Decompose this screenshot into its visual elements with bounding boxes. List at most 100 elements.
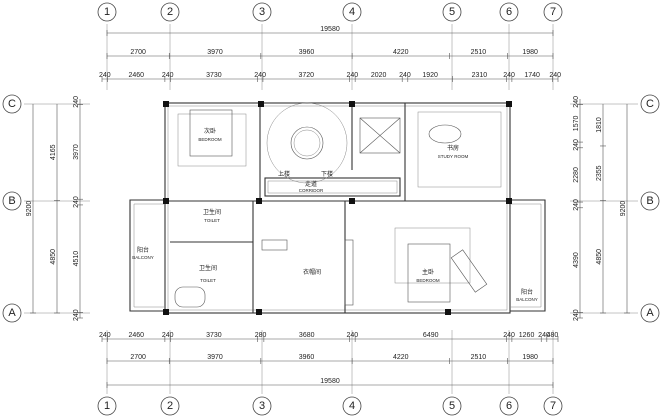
- dimension-value: 240: [549, 72, 561, 79]
- axis-bubble: [640, 94, 660, 114]
- master-bedroom-label-en: BEDROOM: [416, 278, 440, 283]
- study-label: 书房: [447, 144, 459, 152]
- dimension-value: 2310: [472, 72, 488, 79]
- dimension-value: 240: [538, 332, 550, 339]
- axis-bubble: [2, 303, 22, 323]
- dimension-value: 4165: [50, 144, 57, 160]
- dimension-value: 240: [162, 72, 174, 79]
- axis-bubble: [252, 2, 272, 22]
- dimension-value: 280: [255, 332, 267, 339]
- axis-bubble: [342, 2, 362, 22]
- axis-label: 5: [449, 400, 455, 412]
- dimension-value: 1810: [596, 117, 603, 133]
- axis-bubble: [160, 396, 180, 416]
- dimension-value: 3970: [207, 49, 223, 56]
- dimension-value: 2355: [596, 165, 603, 181]
- axis-bubble: [97, 2, 117, 22]
- axis-label: 4: [349, 6, 355, 18]
- axis-bubble: [499, 396, 519, 416]
- dimension-value: 240: [347, 332, 359, 339]
- axis-label: B: [8, 195, 15, 207]
- dimension-chains: 19580 2700 3970 3960 4220 2510 1980 240 2460 240 3…: [26, 26, 630, 388]
- axis-label: B: [646, 195, 653, 207]
- axis-bubble: [499, 2, 519, 22]
- axis-label: 1: [104, 6, 110, 18]
- dimension-value: 2280: [573, 167, 580, 183]
- dimension-value: 240: [503, 72, 515, 79]
- dimension-value: 3970: [207, 354, 223, 361]
- axis-label: 3: [259, 400, 265, 412]
- axis-bubble: [640, 191, 660, 211]
- dimension-value: 3960: [299, 354, 315, 361]
- dimension-value: 2460: [128, 72, 144, 79]
- axis-bubble: [2, 191, 22, 211]
- dimension-value: 4390: [573, 252, 580, 268]
- dimension-value: 3960: [299, 49, 315, 56]
- dimension-value: 9200: [620, 201, 627, 217]
- study-label-en: STUDY ROOM: [438, 154, 469, 159]
- corridor-label: 走道: [305, 180, 317, 188]
- dimension-value: 240: [254, 72, 266, 79]
- axis-label: 5: [449, 6, 455, 18]
- axis-label: 7: [550, 400, 556, 412]
- dimension-value: 2510: [471, 49, 487, 56]
- dimension-value: 9200: [26, 201, 33, 217]
- dimension-value: 6490: [423, 332, 439, 339]
- master-bedroom-label: 主卧: [422, 268, 434, 276]
- dimension-value: 240: [573, 139, 580, 151]
- axis-bubble: [543, 2, 563, 22]
- room-labels: 次卧 BEDROOM 书房 STUDY ROOM 上楼 下楼 走道 CORRID…: [132, 127, 538, 302]
- bedroom2-label: 次卧: [204, 127, 216, 135]
- dimension-value: 19580: [320, 26, 340, 33]
- dimension-value: 240: [399, 72, 411, 79]
- dimension-value: 240: [573, 309, 580, 321]
- dimension-value: 2700: [130, 49, 146, 56]
- axis-bubble: [97, 396, 117, 416]
- axis-label: 6: [506, 6, 512, 18]
- dimension-value: 240: [99, 332, 111, 339]
- dimension-value: 2700: [130, 354, 146, 361]
- dimension-value: 240: [347, 72, 359, 79]
- dimension-value: 3720: [298, 72, 314, 79]
- axis-bubble: [160, 2, 180, 22]
- axis-label: 1: [104, 400, 110, 412]
- bedroom2-label-en: BEDROOM: [198, 137, 222, 142]
- dimension-value: 1740: [524, 72, 540, 79]
- axis-label: C: [8, 98, 16, 110]
- axis-bubble: [342, 396, 362, 416]
- axis-label: A: [8, 307, 16, 319]
- dimension-value: 240: [573, 199, 580, 211]
- axis-label: A: [646, 307, 654, 319]
- dimension-value: 19580: [320, 378, 340, 385]
- toilet1-label-en: TOILET: [204, 218, 220, 223]
- dimension-value: 480: [547, 332, 559, 339]
- balcony-left-label: 阳台: [137, 246, 149, 254]
- dimension-value: 1980: [522, 354, 538, 361]
- axis-label: 6: [506, 400, 512, 412]
- stair-down-label: 下楼: [321, 170, 333, 178]
- dimension-value: 4220: [393, 49, 409, 56]
- axis-bubble: [442, 396, 462, 416]
- building-walls: [129, 101, 546, 315]
- dimension-value: 4850: [596, 249, 603, 265]
- dimension-value: 3970: [73, 144, 80, 160]
- axis-label: 4: [349, 400, 355, 412]
- dimension-value: 240: [162, 332, 174, 339]
- balcony-right-label: 阳台: [521, 288, 533, 296]
- dimension-value: 240: [573, 96, 580, 108]
- axis-label: 3: [259, 6, 265, 18]
- dimension-value: 2020: [371, 72, 387, 79]
- dimension-value: 240: [73, 96, 80, 108]
- axis-label: C: [646, 98, 654, 110]
- dimension-value: 240: [73, 196, 80, 208]
- axis-label: 7: [550, 6, 556, 18]
- axis-label: 2: [167, 6, 173, 18]
- dimension-value: 3730: [206, 72, 222, 79]
- axis-bubble: [640, 303, 660, 323]
- dimension-value: 240: [503, 332, 515, 339]
- dimension-value: 1920: [422, 72, 438, 79]
- dimension-value: 4850: [50, 249, 57, 265]
- dimension-value: 4220: [393, 354, 409, 361]
